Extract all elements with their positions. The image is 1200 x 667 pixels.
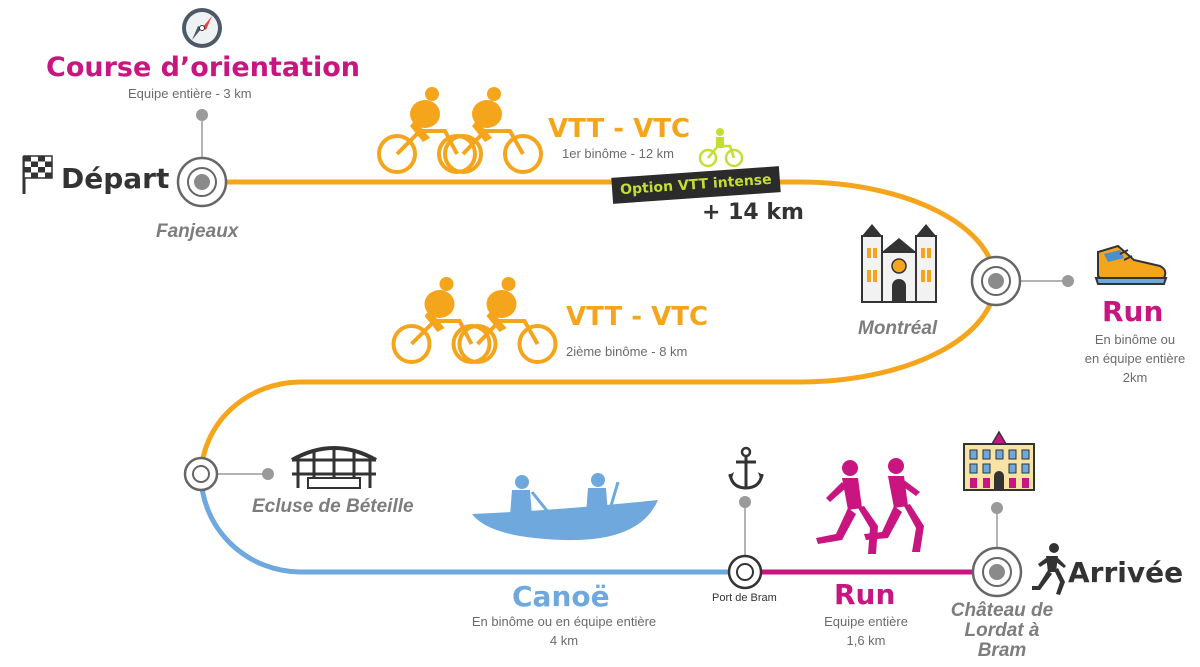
- route-bike-segment: [198, 179, 998, 475]
- node-depart: [176, 156, 228, 208]
- bike1-detail: 1er binôme - 12 km: [562, 146, 674, 161]
- node-arrivee: [971, 546, 1023, 598]
- running-shoe-icon: [1094, 244, 1168, 285]
- orientation-title: Course d’orientation: [46, 52, 360, 83]
- chateau-label-line: Château de: [950, 600, 1054, 621]
- run2-title: Run: [834, 578, 896, 611]
- run1-title: Run: [1102, 295, 1164, 328]
- canoe-detail-line: 4 km: [549, 633, 579, 648]
- port-label: Port de Bram: [712, 592, 777, 604]
- chateau-label-line: Lordat à: [964, 620, 1040, 641]
- node-port-de-bram: [727, 554, 763, 590]
- route-canoe-segment: [198, 473, 745, 575]
- compass-icon: [182, 8, 222, 48]
- chateau-label-line: Bram: [977, 640, 1027, 661]
- tandem-cyclists-icon: [391, 277, 558, 364]
- ecluse-label: Ecluse de Béteille: [252, 496, 414, 517]
- connector-dot: [1062, 275, 1074, 287]
- canoe-title: Canoë: [512, 580, 610, 613]
- option-extra: + 14 km: [702, 200, 804, 225]
- bike2-detail: 2ième binôme - 8 km: [566, 344, 688, 359]
- run1-detail-line: 2km: [1122, 370, 1148, 385]
- connector-dot: [196, 109, 208, 121]
- run1-detail-line: en équipe entière: [1084, 351, 1186, 366]
- bike1-title: VTT - VTC: [548, 114, 691, 144]
- run1-detail-line: En binôme ou: [1094, 332, 1176, 347]
- runners-icon: [816, 458, 924, 554]
- canoe-detail-line: En binôme ou en équipe entière: [471, 614, 657, 629]
- montreal-label: Montréal: [858, 318, 938, 339]
- orientation-detail: Equipe entière - 3 km: [128, 86, 252, 101]
- chateau-label: Château de Lordat à Bram: [946, 601, 1058, 661]
- anchor-icon: [728, 446, 764, 490]
- run2-detail: Equipe entière 1,6 km: [818, 612, 914, 650]
- chateau-icon: [963, 430, 1035, 491]
- bike2-title: VTT - VTC: [566, 302, 709, 332]
- fanjeaux-label: Fanjeaux: [156, 221, 239, 242]
- run2-detail-line: Equipe entière: [824, 614, 908, 629]
- node-montreal: [970, 255, 1022, 307]
- depart-label: Départ: [61, 162, 170, 195]
- canoe-icon: [472, 473, 658, 541]
- node-ecluse: [183, 456, 219, 492]
- connector-dot: [991, 502, 1003, 514]
- running-man-icon: [1032, 543, 1066, 595]
- church-icon: [861, 224, 937, 303]
- arrivee-label: Arrivée: [1068, 556, 1184, 589]
- lock-bridge-icon: [291, 446, 377, 489]
- connector-dot: [262, 468, 274, 480]
- run1-detail: En binôme ou en équipe entière 2km: [1080, 330, 1190, 387]
- connector-dot: [739, 496, 751, 508]
- tandem-cyclists-icon: [377, 87, 543, 174]
- mountain-bike-icon: [698, 128, 744, 168]
- run2-detail-line: 1,6 km: [846, 633, 886, 648]
- checkered-flag-icon: [22, 155, 53, 194]
- canoe-detail: En binôme ou en équipe entière 4 km: [462, 612, 666, 650]
